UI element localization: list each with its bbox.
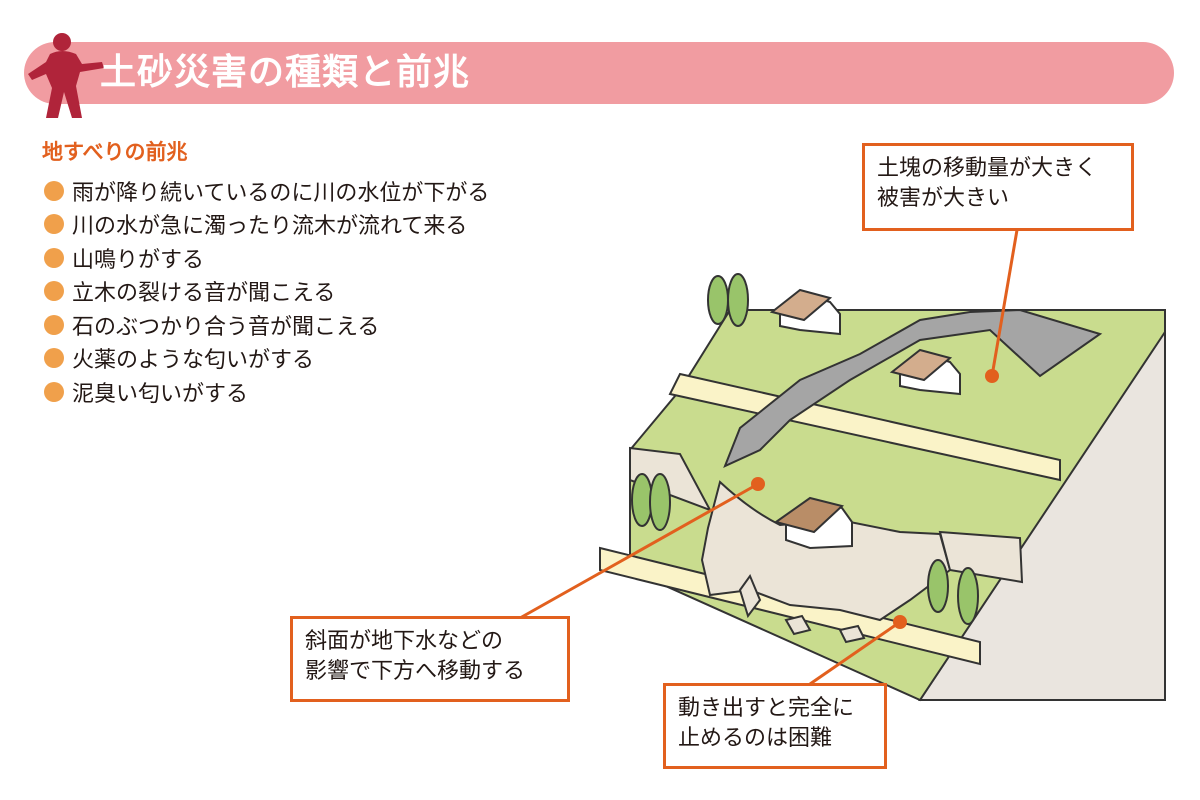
road-upper <box>668 372 1061 482</box>
bullet-dot <box>44 348 64 369</box>
sign-text: 川の水が急に濁ったり流木が流れて来る <box>72 214 468 240</box>
bullet-dot <box>44 381 64 402</box>
bullet-dot <box>44 214 64 235</box>
sign-text: 泥臭い匂いがする <box>72 381 249 407</box>
bullet-dot <box>44 180 64 201</box>
sign-text: 山鳴りがする <box>72 247 205 273</box>
section-title: 地すべりの前兆 <box>42 140 188 164</box>
list-item: 川の水が急に濁ったり流木が流れて来る <box>44 208 489 242</box>
sign-list: 雨が降り続いているのに川の水位が下がる 川の水が急に濁ったり流木が流れて来る 山… <box>44 174 489 409</box>
sign-text: 立木の裂ける音が聞こえる <box>72 281 336 307</box>
page-title: 土砂災害の種類と前兆 <box>100 52 471 93</box>
sign-text: 火薬のような匂いがする <box>72 348 315 374</box>
list-item: 石のぶつかり合う音が聞こえる <box>44 308 489 342</box>
bullet-dot <box>44 281 64 302</box>
callout-bottom: 動き出すと完全に 止めるのは困難 <box>663 683 887 769</box>
side-scarp-right <box>938 530 1024 584</box>
scarp <box>723 308 1103 468</box>
house-icon <box>889 348 961 396</box>
list-item: 立木の裂ける音が聞こえる <box>44 275 489 309</box>
sign-text: 雨が降り続いているのに川の水位が下がる <box>72 180 490 206</box>
list-item: 雨が降り続いているのに川の水位が下がる <box>44 174 489 208</box>
tree-icon <box>707 273 749 327</box>
soldier-icon <box>28 33 104 118</box>
bullet-dot <box>44 247 64 268</box>
landslide-illustration <box>599 273 1166 702</box>
house-icon <box>769 288 841 336</box>
header-bar <box>24 42 1174 104</box>
tree-icon <box>927 559 979 625</box>
list-item: 泥臭い匂いがする <box>44 375 489 409</box>
list-item: 火薬のような匂いがする <box>44 342 489 376</box>
callout-top: 土塊の移動量が大きく 被害が大きい <box>862 143 1134 231</box>
callout-left: 斜面が地下水などの 影響で下方へ移動する <box>290 616 570 702</box>
bullet-dot <box>44 314 64 335</box>
list-item: 山鳴りがする <box>44 241 489 275</box>
house-icon <box>773 496 853 550</box>
sign-text: 石のぶつかり合う音が聞こえる <box>72 314 380 340</box>
